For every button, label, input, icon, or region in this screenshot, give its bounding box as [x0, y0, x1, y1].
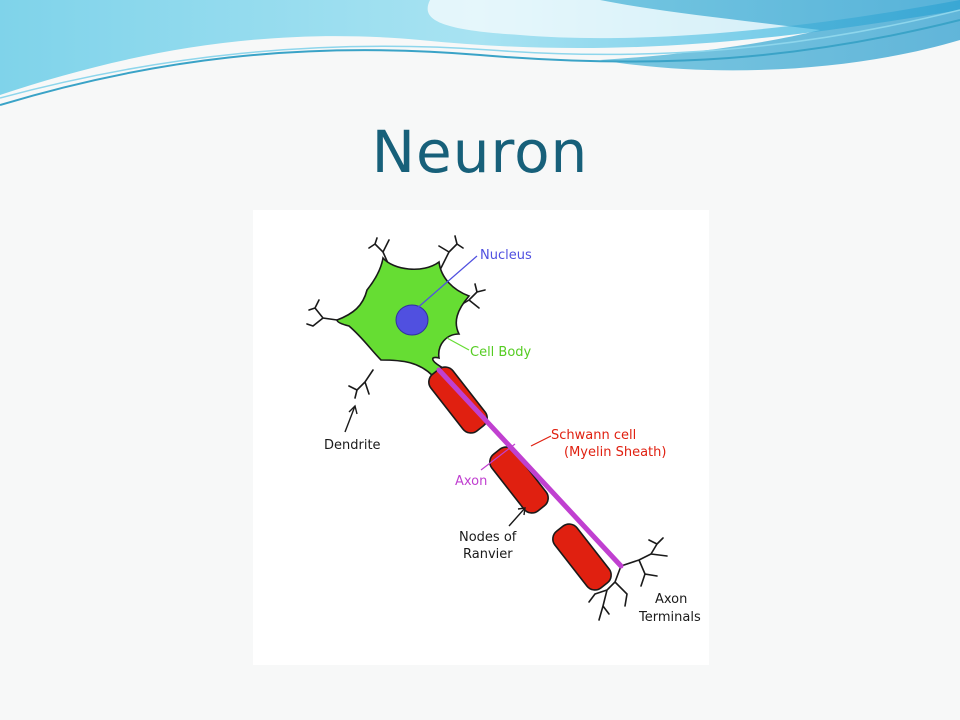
neuron-diagram: Nucleus Cell Body Dendrite Schwann cell … [253, 210, 709, 665]
schwann-cell-1 [428, 366, 488, 434]
nucleus-shape [395, 304, 429, 336]
nucleus-label: Nucleus [480, 248, 532, 263]
schwann-cell-label: Schwann cell [551, 428, 636, 443]
nucleus-pointer [414, 255, 478, 311]
nodes-arrow [508, 507, 526, 527]
axon-label: Axon [455, 474, 487, 489]
dendrite-arrow [344, 404, 358, 433]
slide-title: Neuron [371, 118, 589, 186]
axon-terminals-label-line2: Terminals [638, 610, 701, 625]
schwann-cell-3 [552, 523, 612, 591]
axon-pointer [480, 443, 516, 471]
dendrite-label: Dendrite [324, 438, 381, 453]
axon-line [436, 367, 624, 569]
axon-terminals-label-line1: Axon [655, 592, 687, 607]
schwann-cells [428, 366, 612, 591]
schwann-pointer [530, 435, 552, 447]
cell-body-label: Cell Body [470, 345, 532, 360]
nodes-label-line1: Nodes of [459, 530, 517, 545]
nodes-label-line2: Ranvier [463, 547, 513, 562]
cell-body-pointer [446, 337, 470, 351]
dendrite-branches [306, 235, 668, 621]
myelin-sheath-label: (Myelin Sheath) [564, 445, 666, 460]
